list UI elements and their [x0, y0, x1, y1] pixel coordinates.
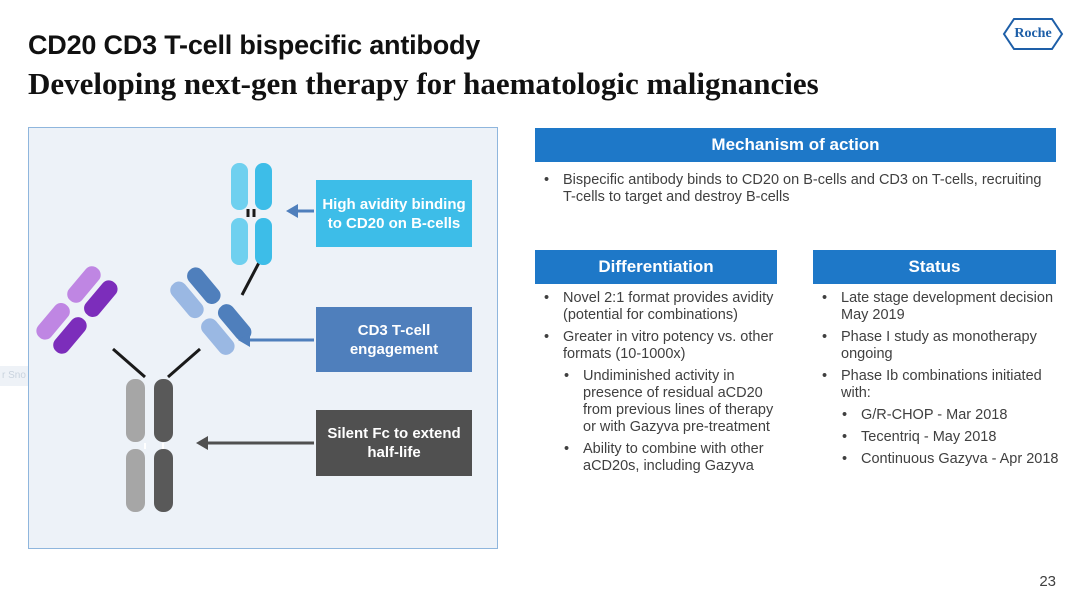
- mechanism-header: Mechanism of action: [535, 128, 1056, 162]
- arrow-cd20-head: [286, 204, 298, 218]
- hinge-line-left: [112, 347, 146, 379]
- arrow-cd3-head: [238, 333, 250, 347]
- cd3-arm-domain-3: [201, 318, 235, 355]
- status-text: Late stage development decision May 2019…: [813, 290, 1063, 473]
- left-arm-domain-3: [36, 303, 70, 340]
- status-sub-bullet: Tecentriq - May 2018: [813, 429, 1063, 446]
- fc-domain-4: [154, 449, 173, 512]
- cd20-domain-3: [231, 218, 248, 265]
- callout-cd20-binding: High avidity binding to CD20 on B-cells: [316, 180, 472, 247]
- status-sub-bullet: G/R-CHOP - Mar 2018: [813, 407, 1063, 424]
- slide-title: CD20 CD3 T-cell bispecific antibody: [28, 30, 481, 60]
- logo-text: Roche: [1014, 26, 1052, 41]
- cd3-arm-domain-1: [170, 281, 204, 319]
- cd20-domain-1: [231, 163, 248, 210]
- left-arm-domain-4: [53, 317, 87, 354]
- left-arm-domain-2: [84, 280, 118, 317]
- cd20-domain-4: [255, 218, 272, 265]
- roche-logo-icon: [1002, 18, 1064, 50]
- page-number: 23: [1039, 573, 1056, 590]
- cd3-arm-domain-2: [187, 267, 221, 304]
- differentiation-bullet: Novel 2:1 format provides avidity (poten…: [535, 290, 778, 324]
- status-bullet: Late stage development decision May 2019: [813, 290, 1063, 324]
- differentiation-sub-bullet: Ability to combine with other aCD20s, in…: [535, 441, 778, 475]
- cd3-arm-domain-4: [217, 304, 252, 341]
- hinge-line-right: [167, 347, 201, 379]
- status-header: Status: [813, 250, 1056, 284]
- left-arm-domain-1: [67, 266, 101, 303]
- cd20-domain-2: [255, 163, 272, 210]
- callout-silent-fc: Silent Fc to extend half-life: [316, 410, 472, 476]
- differentiation-header: Differentiation: [535, 250, 777, 284]
- fc-domain-1: [126, 379, 145, 442]
- antibody-diagram: [36, 163, 314, 512]
- mechanism-text: Bispecific antibody binds to CD20 on B-c…: [535, 172, 1055, 211]
- status-bullet: Phase Ib combinations initiated with:: [813, 368, 1063, 402]
- status-sub-bullet: Continuous Gazyva - Apr 2018: [813, 451, 1063, 468]
- differentiation-bullet: Greater in vitro potency vs. other forma…: [535, 329, 778, 363]
- status-bullet: Phase I study as monotherapy ongoing: [813, 329, 1063, 363]
- differentiation-sub-bullet: Undiminished activity in presence of res…: [535, 368, 778, 436]
- slide-subtitle: Developing next-gen therapy for haematol…: [28, 66, 819, 101]
- fc-domain-2: [154, 379, 173, 442]
- fc-domain-3: [126, 449, 145, 512]
- callout-cd3-engagement: CD3 T-cell engagement: [316, 307, 472, 372]
- mechanism-bullet: Bispecific antibody binds to CD20 on B-c…: [535, 172, 1055, 206]
- arrow-fc-head: [196, 436, 208, 450]
- differentiation-text: Novel 2:1 format provides avidity (poten…: [535, 290, 778, 480]
